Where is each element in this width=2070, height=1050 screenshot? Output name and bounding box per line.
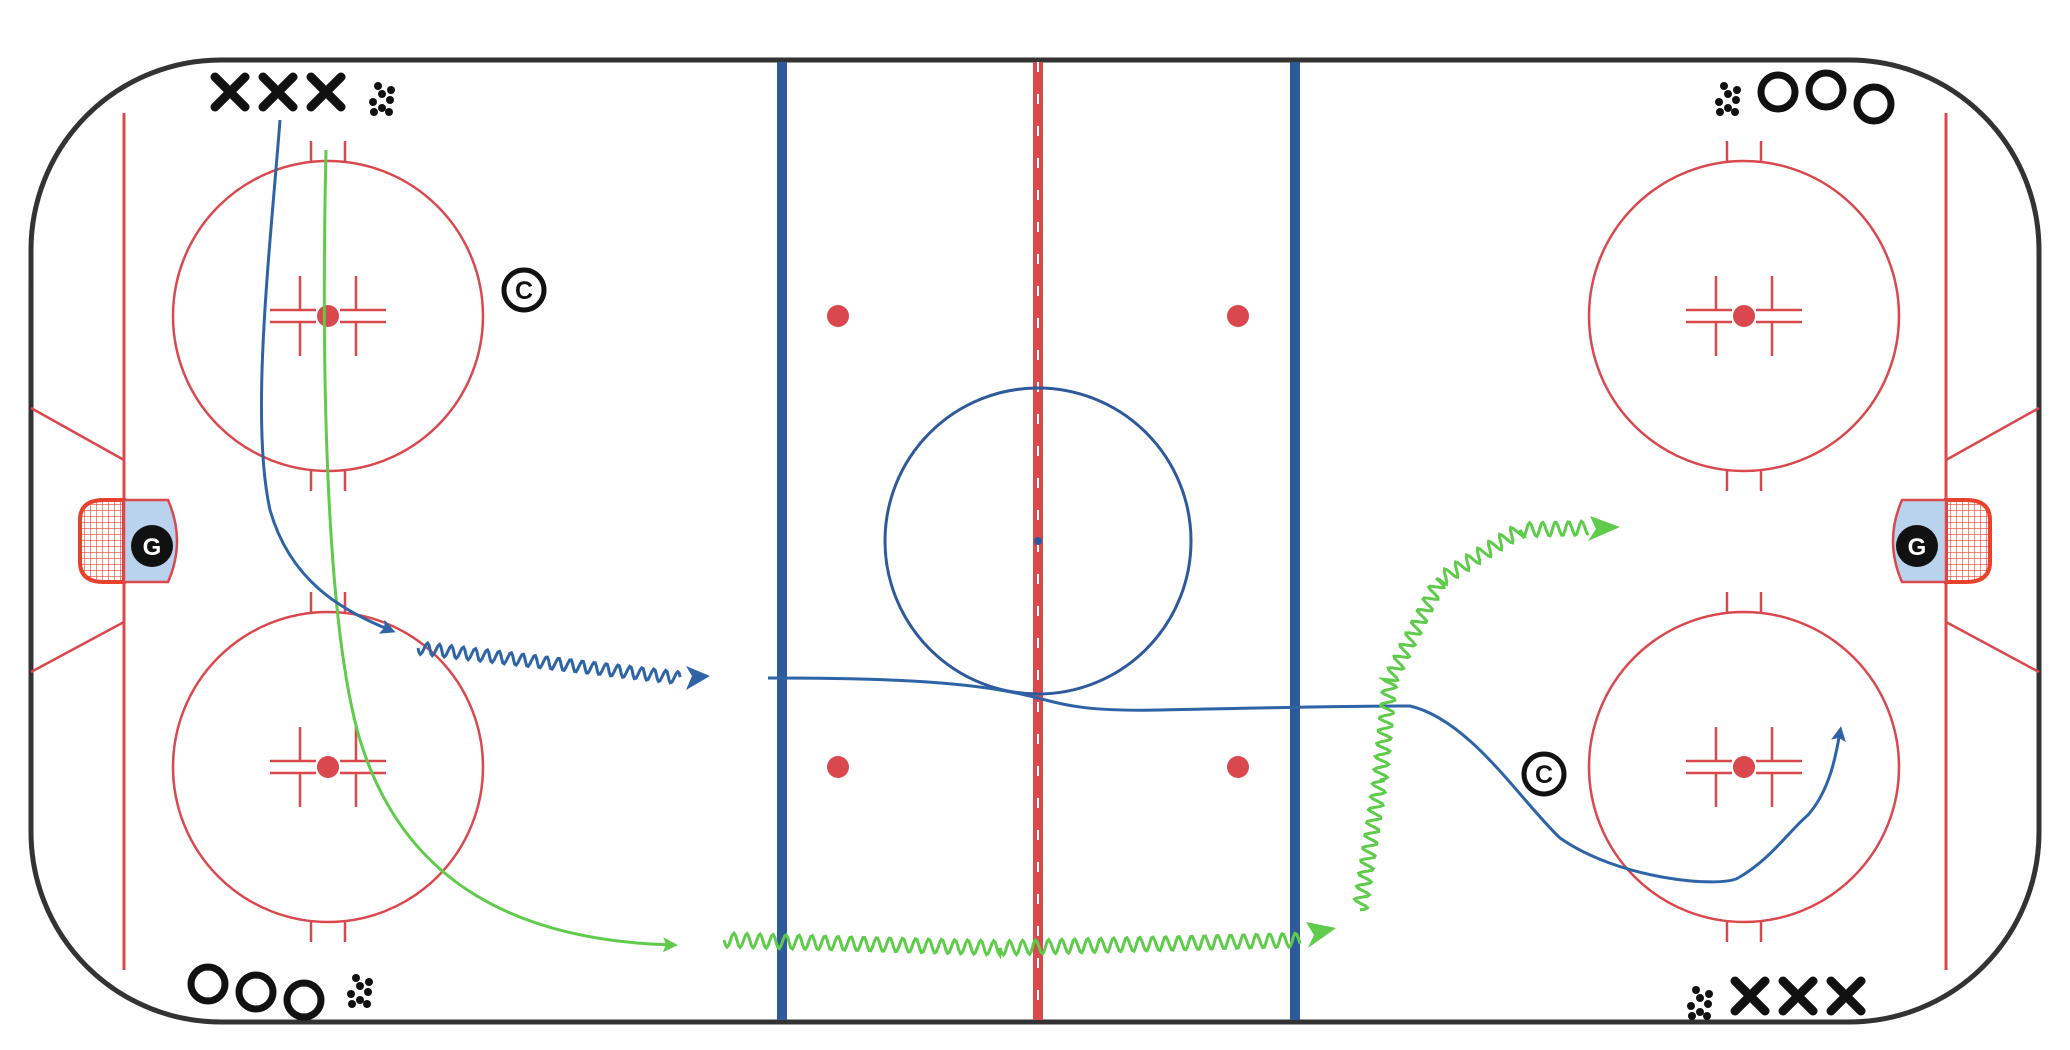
- puck-icon: [1733, 86, 1741, 94]
- neutral-dot-bottom-left: [827, 756, 849, 778]
- blue-stickhandle-arrowhead: [686, 666, 710, 690]
- puck-icon: [1724, 90, 1732, 98]
- faceoff-circle-bottom-left: [171, 592, 485, 942]
- left-goalie-label: G: [143, 534, 162, 561]
- puck-icon: [1696, 1008, 1704, 1016]
- puck-icon: [1731, 108, 1739, 116]
- player-group-bottom-right: [1687, 976, 1866, 1020]
- player-group-bottom-left: [187, 963, 373, 1021]
- center-faceoff-dot: [1034, 537, 1042, 545]
- puck-icon: [348, 1000, 356, 1008]
- puck-icon: [385, 108, 393, 116]
- center-ice-circle: [883, 386, 1193, 696]
- green-stickhandle-path-up: [1352, 519, 1590, 912]
- puck-icon: [1703, 1012, 1711, 1020]
- blue-skate-path: [259, 119, 396, 634]
- puck-icon: [363, 1000, 371, 1008]
- o-player-icon: [1853, 83, 1895, 125]
- faceoff-dot-top-left: [317, 305, 339, 327]
- left-trapezoid: [30, 406, 125, 674]
- faceoff-circle-top-right: [1587, 141, 1901, 491]
- puck-icon: [369, 98, 377, 106]
- x-player-icon: [1826, 976, 1866, 1016]
- o-player-icon: [283, 979, 325, 1021]
- puck-icon: [1715, 98, 1723, 106]
- blue-pass-path: [767, 676, 1846, 884]
- o-player-icon: [1757, 71, 1799, 113]
- x-player-icon: [258, 72, 298, 112]
- drill-paths: [259, 119, 1846, 960]
- blue-stickhandle-path: [416, 640, 682, 685]
- neutral-dot-bottom-right: [1227, 756, 1249, 778]
- left-coach-marker: C: [501, 267, 547, 313]
- puck-icon: [378, 104, 386, 112]
- player-group-top-left: [210, 72, 395, 116]
- x-player-icon: [306, 72, 346, 112]
- puck-icon: [364, 988, 372, 996]
- right-goalie-marker: G: [1896, 525, 1938, 567]
- x-player-icon: [210, 72, 250, 112]
- puck-icon: [1692, 986, 1700, 994]
- o-player-icon: [1805, 69, 1847, 111]
- player-group-top-right: [1715, 69, 1895, 125]
- puck-icon: [356, 996, 364, 1004]
- green-stickhandle-path: [722, 930, 1302, 960]
- right-coach-label: C: [1535, 761, 1553, 789]
- puck-icon: [1688, 1012, 1696, 1020]
- puck-icon: [356, 982, 364, 990]
- player-groups: [187, 69, 1895, 1021]
- faceoff-circles: [171, 141, 1901, 942]
- o-player-icon: [187, 963, 229, 1005]
- puck-icon: [370, 108, 378, 116]
- right-goalie-label: G: [1908, 534, 1927, 561]
- faceoff-dot-bottom-right: [1733, 756, 1755, 778]
- puck-icon: [1716, 108, 1724, 116]
- faceoff-circle-bottom-right: [1587, 592, 1901, 942]
- o-player-icon: [235, 971, 277, 1013]
- puck-icon: [1704, 1000, 1712, 1008]
- x-player-icon: [1730, 976, 1770, 1016]
- puck-icon: [1732, 96, 1740, 104]
- left-goalie-marker: G: [131, 525, 173, 567]
- right-trapezoid: [1945, 406, 2040, 674]
- right-coach-marker: C: [1521, 751, 1567, 797]
- faceoff-dot-top-right: [1733, 305, 1755, 327]
- green-stickhandle-up-arrowhead: [1588, 516, 1620, 541]
- x-player-icon: [1778, 976, 1818, 1016]
- puck-icon: [1705, 990, 1713, 998]
- green-stickhandle-arrowhead: [1306, 922, 1336, 948]
- puck-icon: [1724, 104, 1732, 112]
- faceoff-dot-bottom-left: [317, 756, 339, 778]
- puck-icon: [365, 978, 373, 986]
- puck-icon: [386, 96, 394, 104]
- left-coach-label: C: [515, 277, 533, 305]
- puck-icon: [352, 974, 360, 982]
- neutral-dot-top-left: [827, 305, 849, 327]
- green-skate-path: [322, 149, 678, 953]
- puck-icon: [387, 86, 395, 94]
- puck-icon: [374, 82, 382, 90]
- puck-icon: [1687, 1002, 1695, 1010]
- puck-icon: [347, 990, 355, 998]
- puck-icon: [1720, 82, 1728, 90]
- puck-icon: [1696, 994, 1704, 1002]
- neutral-dot-top-right: [1227, 305, 1249, 327]
- puck-icon: [378, 90, 386, 98]
